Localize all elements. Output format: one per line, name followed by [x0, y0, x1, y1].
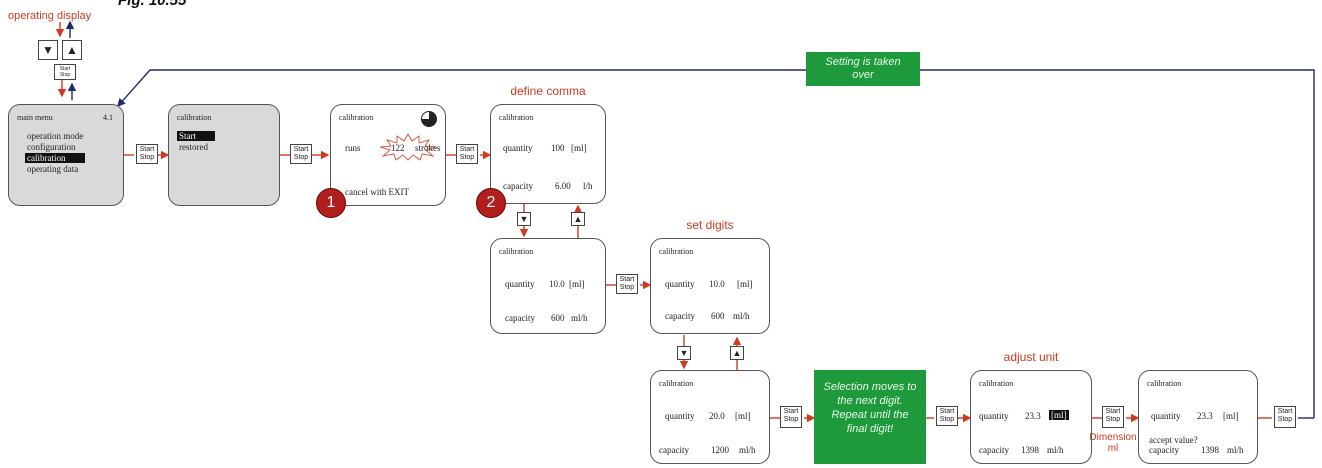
- start-stop-key[interactable]: Start Stop: [1102, 406, 1124, 428]
- capacity-value: 600: [711, 311, 725, 321]
- setting-taken-over-note: Setting is taken over: [806, 52, 920, 86]
- starburst-icon: [379, 133, 437, 161]
- quantity-label: quantity: [665, 279, 695, 289]
- up-key[interactable]: ▲: [62, 40, 82, 60]
- start-stop-key[interactable]: Start Stop: [616, 274, 638, 294]
- quantity-unit: [ml]: [569, 279, 585, 289]
- up-key[interactable]: ▲: [730, 346, 744, 360]
- quantity-unit[interactable]: [ml]: [1049, 410, 1069, 420]
- quantity-value[interactable]: 20.0: [709, 411, 725, 421]
- figure-caption: Fig. 10.55: [118, 0, 187, 9]
- progress-pie-icon: [421, 111, 437, 127]
- quantity-label: quantity: [505, 279, 535, 289]
- quantity-value: 23.3: [1025, 411, 1041, 421]
- start-option[interactable]: Start: [177, 131, 215, 141]
- capacity-unit: ml/h: [739, 445, 756, 455]
- screen-title: calibration: [659, 379, 694, 388]
- accept-prompt: accept value?: [1149, 435, 1198, 445]
- define-comma-label: define comma: [510, 84, 586, 98]
- quantity-label: quantity: [503, 143, 533, 153]
- capacity-unit: ml/h: [733, 311, 750, 321]
- digit-changed-screen: calibration quantity 20.0 [ml] capacity …: [650, 370, 770, 464]
- dimension-label: Dimension ml: [1088, 432, 1138, 454]
- cancel-hint: cancel with EXIT: [345, 187, 409, 197]
- adjust-unit-screen: calibration quantity 23.3 [ml] capacity …: [970, 370, 1092, 464]
- adjust-unit-label: adjust unit: [1003, 350, 1059, 364]
- screen-title: calibration: [499, 247, 534, 256]
- define-comma-screen: calibration quantity 100 [ml] capacity 6…: [490, 104, 606, 204]
- capacity-label: capacity: [665, 311, 695, 321]
- start-stop-key[interactable]: Start Stop: [456, 144, 478, 164]
- quantity-value[interactable]: 10.0: [709, 279, 725, 289]
- quantity-label: quantity: [1151, 411, 1181, 421]
- step-badge-1: 1: [316, 188, 346, 218]
- accept-value-screen: calibration quantity 23.3 [ml] accept va…: [1138, 370, 1258, 464]
- start-stop-key[interactable]: Start Stop: [780, 406, 802, 428]
- quantity-unit: [ml]: [735, 411, 751, 421]
- quantity-value[interactable]: 100: [551, 143, 565, 153]
- down-key[interactable]: ▼: [38, 40, 58, 60]
- screen-title: calibration: [499, 113, 534, 122]
- quantity-value[interactable]: 10.0: [549, 279, 565, 289]
- capacity-value: 1200: [711, 445, 729, 455]
- capacity-label: capacity: [503, 181, 533, 191]
- menu-item-operation-mode[interactable]: operation mode: [27, 131, 84, 141]
- capacity-unit: ml/h: [1227, 445, 1244, 455]
- calibration-running-screen: calibration runs 122 strokes cancel with…: [330, 104, 446, 206]
- capacity-unit: ml/h: [571, 313, 588, 323]
- dimension-unit: ml: [1107, 443, 1119, 454]
- quantity-unit: [ml]: [1223, 411, 1239, 421]
- start-stop-key[interactable]: Start Stop: [1274, 406, 1296, 428]
- start-stop-key[interactable]: Start Stop: [136, 144, 158, 164]
- set-digits-screen: calibration quantity 10.0 [ml] capacity …: [650, 238, 770, 334]
- main-menu-screen: main menu 4.1 operation mode configurati…: [8, 104, 124, 206]
- page-number: 4.1: [103, 113, 113, 122]
- capacity-unit: ml/h: [1047, 445, 1064, 455]
- start-stop-key[interactable]: Start Stop: [290, 144, 312, 164]
- runs-label: runs: [345, 143, 361, 153]
- down-key[interactable]: ▼: [677, 346, 691, 360]
- comma-moved-screen: calibration quantity 10.0 [ml] capacity …: [490, 238, 606, 334]
- screen-title: calibration: [979, 379, 1014, 388]
- screen-title: calibration: [1147, 379, 1182, 388]
- quantity-label: quantity: [665, 411, 695, 421]
- screen-title: calibration: [659, 247, 694, 256]
- down-key[interactable]: ▼: [517, 212, 531, 226]
- capacity-label: capacity: [1149, 445, 1179, 455]
- operating-display-label: operating display: [8, 10, 92, 22]
- start-stop-key[interactable]: Start Stop: [936, 406, 958, 426]
- capacity-value: 600: [551, 313, 565, 323]
- set-digits-label: set digits: [686, 218, 734, 232]
- restored-option[interactable]: restored: [179, 142, 208, 152]
- up-key[interactable]: ▲: [571, 212, 585, 226]
- menu-item-operating-data[interactable]: operating data: [27, 164, 79, 174]
- quantity-unit: [ml]: [737, 279, 753, 289]
- start-stop-key[interactable]: Start Stop: [54, 64, 76, 80]
- capacity-label: capacity: [979, 445, 1009, 455]
- dimension-text: Dimension: [1089, 432, 1137, 443]
- menu-item-calibration[interactable]: calibration: [25, 153, 85, 163]
- calibration-start-screen: calibration Start restored: [168, 104, 280, 206]
- capacity-label: capacity: [505, 313, 535, 323]
- capacity-label: capacity: [659, 445, 689, 455]
- menu-item-configuration[interactable]: configuration: [27, 142, 76, 152]
- capacity-value: 1398: [1021, 445, 1039, 455]
- capacity-value: 6.00: [555, 181, 571, 191]
- screen-title: calibration: [177, 113, 212, 122]
- stroke-count: 122: [391, 143, 405, 153]
- capacity-value: 1398: [1201, 445, 1219, 455]
- step-badge-2: 2: [476, 188, 506, 218]
- quantity-value: 23.3: [1197, 411, 1213, 421]
- screen-title: main menu: [17, 113, 53, 122]
- quantity-label: quantity: [979, 411, 1009, 421]
- selection-note: Selection moves to the next digit. Repea…: [814, 370, 926, 464]
- strokes-label: strokes: [415, 143, 441, 153]
- capacity-unit: l/h: [583, 181, 593, 191]
- quantity-unit: [ml]: [571, 143, 587, 153]
- screen-title: calibration: [339, 113, 374, 122]
